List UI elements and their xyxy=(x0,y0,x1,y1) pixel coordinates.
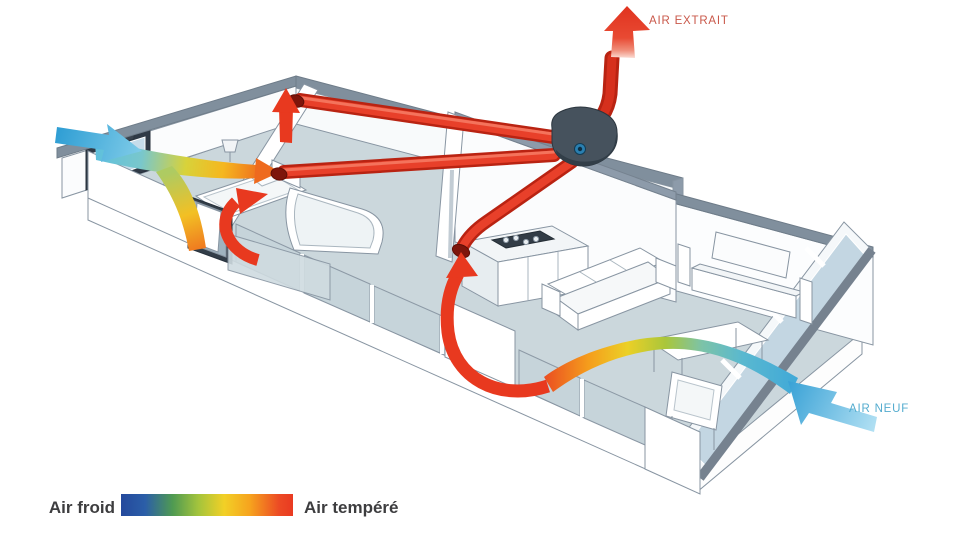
cooktop xyxy=(490,230,556,249)
air-neuf-label: AIR NEUF xyxy=(849,403,909,415)
air-extrait-label: AIR EXTRAIT xyxy=(649,15,729,27)
tv-screen xyxy=(711,231,791,279)
bathroom-curved-arrow xyxy=(219,188,268,266)
exhaust-outlet: AIR EXTRAIT xyxy=(604,6,729,58)
legend-warm-label: Air tempéré xyxy=(304,498,398,517)
speaker-right xyxy=(799,277,813,325)
sofa-armrest-left xyxy=(541,283,561,317)
bedroom-stream-branch xyxy=(156,166,206,251)
sofa-armrest-right xyxy=(655,257,677,291)
front-corner-wall xyxy=(644,406,701,495)
fresh-air: AIR NEUF xyxy=(55,124,909,432)
front-walls xyxy=(87,150,701,495)
legend-gradient-bar xyxy=(121,494,293,516)
sofa xyxy=(541,247,677,331)
legend: Air froid Air tempéré xyxy=(49,494,398,517)
duct-kitchen xyxy=(451,155,579,259)
extract-unit xyxy=(551,106,618,167)
duct-lower-vent xyxy=(270,167,288,181)
duct-lower xyxy=(270,148,561,181)
extraction-arrows xyxy=(219,88,550,398)
furniture xyxy=(148,139,813,450)
bathroom-low-wall xyxy=(227,233,331,301)
bedroom-stream-arrowhead xyxy=(254,158,280,184)
kitchen-curved-arrow xyxy=(440,252,550,398)
living-stream xyxy=(544,336,798,394)
speaker-left xyxy=(677,243,691,287)
legend-cold-label: Air froid xyxy=(49,498,115,517)
fresh-air-arrow-right xyxy=(788,381,877,432)
chair xyxy=(665,371,723,450)
bathtub xyxy=(285,187,384,255)
duct-upper xyxy=(287,93,567,145)
sideboard xyxy=(690,263,806,319)
right-front-wall-top-beam xyxy=(696,247,876,481)
duct-network xyxy=(270,50,620,259)
bedside-lamp xyxy=(221,139,239,162)
fresh-air-arrow-left xyxy=(55,124,142,162)
bathroom-ceiling-arrow xyxy=(272,88,300,143)
air-extrait-arrow xyxy=(604,6,650,58)
